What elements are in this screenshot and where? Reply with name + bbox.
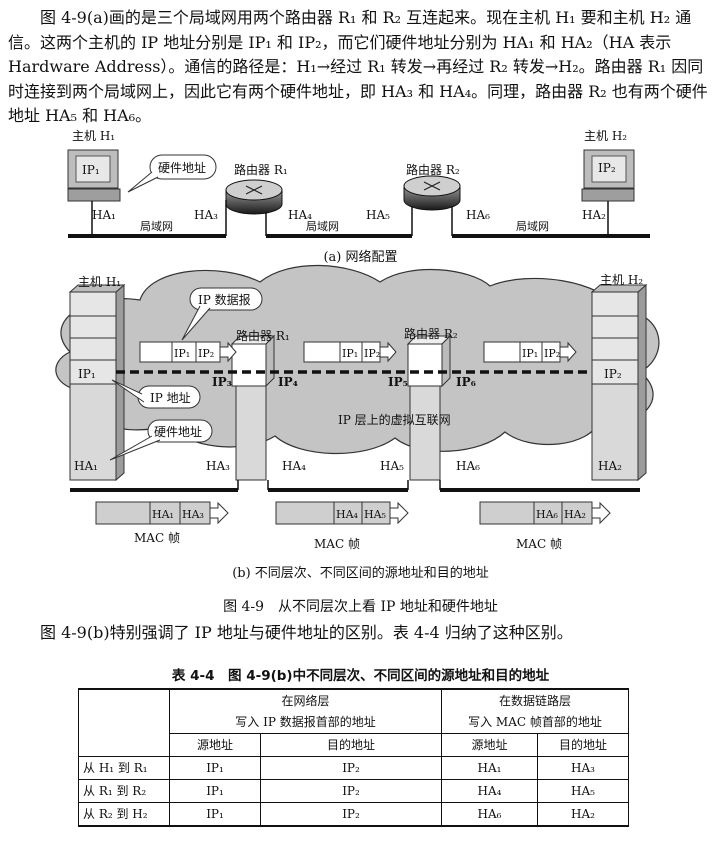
col-header: 源地址	[441, 732, 538, 757]
b-ip5-label: IP₅	[388, 375, 408, 389]
lan-label-2: 局域网	[306, 220, 339, 233]
b-ha1-label: HA₁	[74, 459, 98, 473]
svg-text:HA₂: HA₂	[564, 508, 586, 521]
host2-label: 主机 H₂	[584, 129, 627, 143]
col-header: 源地址	[169, 732, 261, 757]
b-ip6-label: IP₆	[456, 375, 476, 389]
ip-datagram-3: IP₁ IP₂	[483, 341, 577, 363]
router-icon-r1	[225, 179, 283, 236]
ip2-label: IP₂	[598, 161, 616, 175]
router-icon-r2	[403, 175, 461, 236]
ip-datagram-callout: IP 数据报	[181, 287, 263, 341]
router2-pole	[409, 385, 441, 481]
ha6-label: HA₆	[466, 208, 490, 222]
cloud-label: IP 层上的虚拟互联网	[338, 412, 451, 427]
b-ha5-label: HA₅	[380, 459, 404, 473]
b-ha4-label: HA₄	[282, 459, 306, 473]
computer-icon-h2	[581, 149, 635, 236]
router1-label: 路由器 R₁	[234, 162, 288, 177]
second-paragraph: 图 4-9(b)特别强调了 IP 地址与硬件地址的区别。表 4-4 归纳了这种区…	[40, 623, 573, 642]
figure-caption: 图 4-9 从不同层次上看 IP 地址和硬件地址	[223, 599, 498, 615]
hardware-address-callout: 硬件地址	[127, 154, 217, 193]
b-router2-label: 路由器 R₂	[404, 326, 458, 341]
svg-text:IP₁: IP₁	[342, 347, 358, 360]
lan-label-3: 局域网	[516, 220, 549, 233]
col-header: 目的地址	[537, 732, 629, 757]
ha1-label: HA₁	[92, 208, 116, 222]
figure-b-address-layers: 主机 H₁ IP₁ HA₁ 主机 H₂ IP₂ HA₂ 路由器 R₁	[55, 264, 660, 551]
computer-icon-h1	[67, 149, 121, 236]
intro-paragraph: 图 4-9(a)画的是三个局域网用两个路由器 R₁ 和 R₂ 互连起来。现在主机…	[8, 8, 708, 125]
router1-pole	[235, 385, 267, 481]
svg-text:硬件地址: 硬件地址	[158, 161, 206, 175]
table-row: 从 R₂ 到 H₂ IP₁ IP₂ HA₆ HA₂	[78, 801, 629, 826]
svg-text:HA₅: HA₅	[364, 508, 386, 521]
svg-text:HA₄: HA₄	[336, 508, 359, 521]
mac-frame-2: HA₄ HA₅ MAC 帧	[275, 501, 409, 551]
ip-datagram-1: IP₁ IP₂	[139, 341, 237, 363]
svg-text:MAC 帧: MAC 帧	[134, 531, 180, 545]
svg-text:IP₂: IP₂	[198, 347, 214, 360]
ip-datagram-2: IP₁ IP₂	[303, 341, 397, 363]
ha4-label: HA₄	[288, 208, 312, 222]
table-corner	[78, 688, 170, 757]
table-row: 从 R₁ 到 R₂ IP₁ IP₂ HA₄ HA₅	[78, 778, 629, 803]
b-router1-label: 路由器 R₁	[236, 328, 290, 343]
figure-a-network-config: 主机 H₁ IP₁ HA₁ 硬件地址 局域网 HA₃ 路由器 R₁ HA₄ 局域…	[67, 129, 650, 238]
svg-text:HA₆: HA₆	[536, 508, 559, 521]
b-host2-label: 主机 H₂	[600, 273, 643, 287]
svg-text:MAC 帧: MAC 帧	[516, 537, 562, 551]
svg-text:IP 数据报: IP 数据报	[198, 292, 251, 307]
svg-text:IP₂: IP₂	[544, 347, 560, 360]
table-title: 表 4-4 图 4-9(b)中不同层次、不同区间的源地址和目的地址	[171, 668, 550, 684]
svg-text:IP₁: IP₁	[522, 347, 538, 360]
b-ha3-label: HA₃	[206, 459, 230, 473]
b-ip1-label: IP₁	[78, 367, 96, 381]
svg-text:HA₃: HA₃	[182, 508, 204, 521]
mac-frame-1: HA₁ HA₃ MAC 帧	[95, 501, 229, 545]
ip-address-callout: IP 地址	[111, 379, 201, 409]
col-header: 目的地址	[260, 732, 442, 757]
b-ip4-label: IP₄	[278, 375, 298, 389]
ha2-label: HA₂	[582, 208, 606, 222]
svg-text:IP₂: IP₂	[364, 347, 380, 360]
b-ha2-label: HA₂	[598, 459, 622, 473]
svg-text:IP₁: IP₁	[174, 347, 190, 360]
table-row: 从 H₁ 到 R₁ IP₁ IP₂ HA₁ HA₃	[78, 755, 629, 780]
b-hardware-address-callout: 硬件地址	[109, 419, 213, 461]
address-table: 在网络层 写入 IP 数据报首部的地址 在数据链路层 写入 MAC 帧首部的地址…	[78, 688, 629, 827]
svg-text:HA₁: HA₁	[152, 508, 174, 521]
svg-text:IP 地址: IP 地址	[150, 391, 191, 405]
b-ha6-label: HA₆	[456, 459, 480, 473]
b-host1-label: 主机 H₁	[78, 275, 121, 289]
router1-cube	[230, 334, 276, 388]
router2-label: 路由器 R₂	[406, 162, 460, 177]
mac-frame-3: HA₆ HA₂ MAC 帧	[479, 501, 611, 551]
b-ip2-label: IP₂	[604, 367, 622, 381]
svg-text:硬件地址: 硬件地址	[154, 425, 202, 439]
host1-label: 主机 H₁	[72, 129, 115, 143]
svg-text:MAC 帧: MAC 帧	[314, 537, 360, 551]
router2-cube	[406, 334, 452, 388]
ha3-label: HA₃	[194, 208, 218, 222]
figure-b-caption: (b) 不同层次、不同区间的源地址和目的地址	[232, 566, 489, 581]
lan-label-1: 局域网	[140, 220, 173, 233]
host2-protocol-stack	[590, 283, 648, 482]
ip1-label: IP₁	[82, 163, 100, 177]
b-ip3-label: IP₃	[212, 375, 232, 389]
link-layer-header: 在数据链路层 写入 MAC 帧首部的地址	[441, 688, 629, 734]
host1-protocol-stack	[68, 283, 126, 482]
ha5-label: HA₅	[366, 208, 390, 222]
net-layer-header: 在网络层 写入 IP 数据报首部的地址	[169, 688, 442, 734]
figure-a-caption: (a) 网络配置	[323, 250, 398, 265]
